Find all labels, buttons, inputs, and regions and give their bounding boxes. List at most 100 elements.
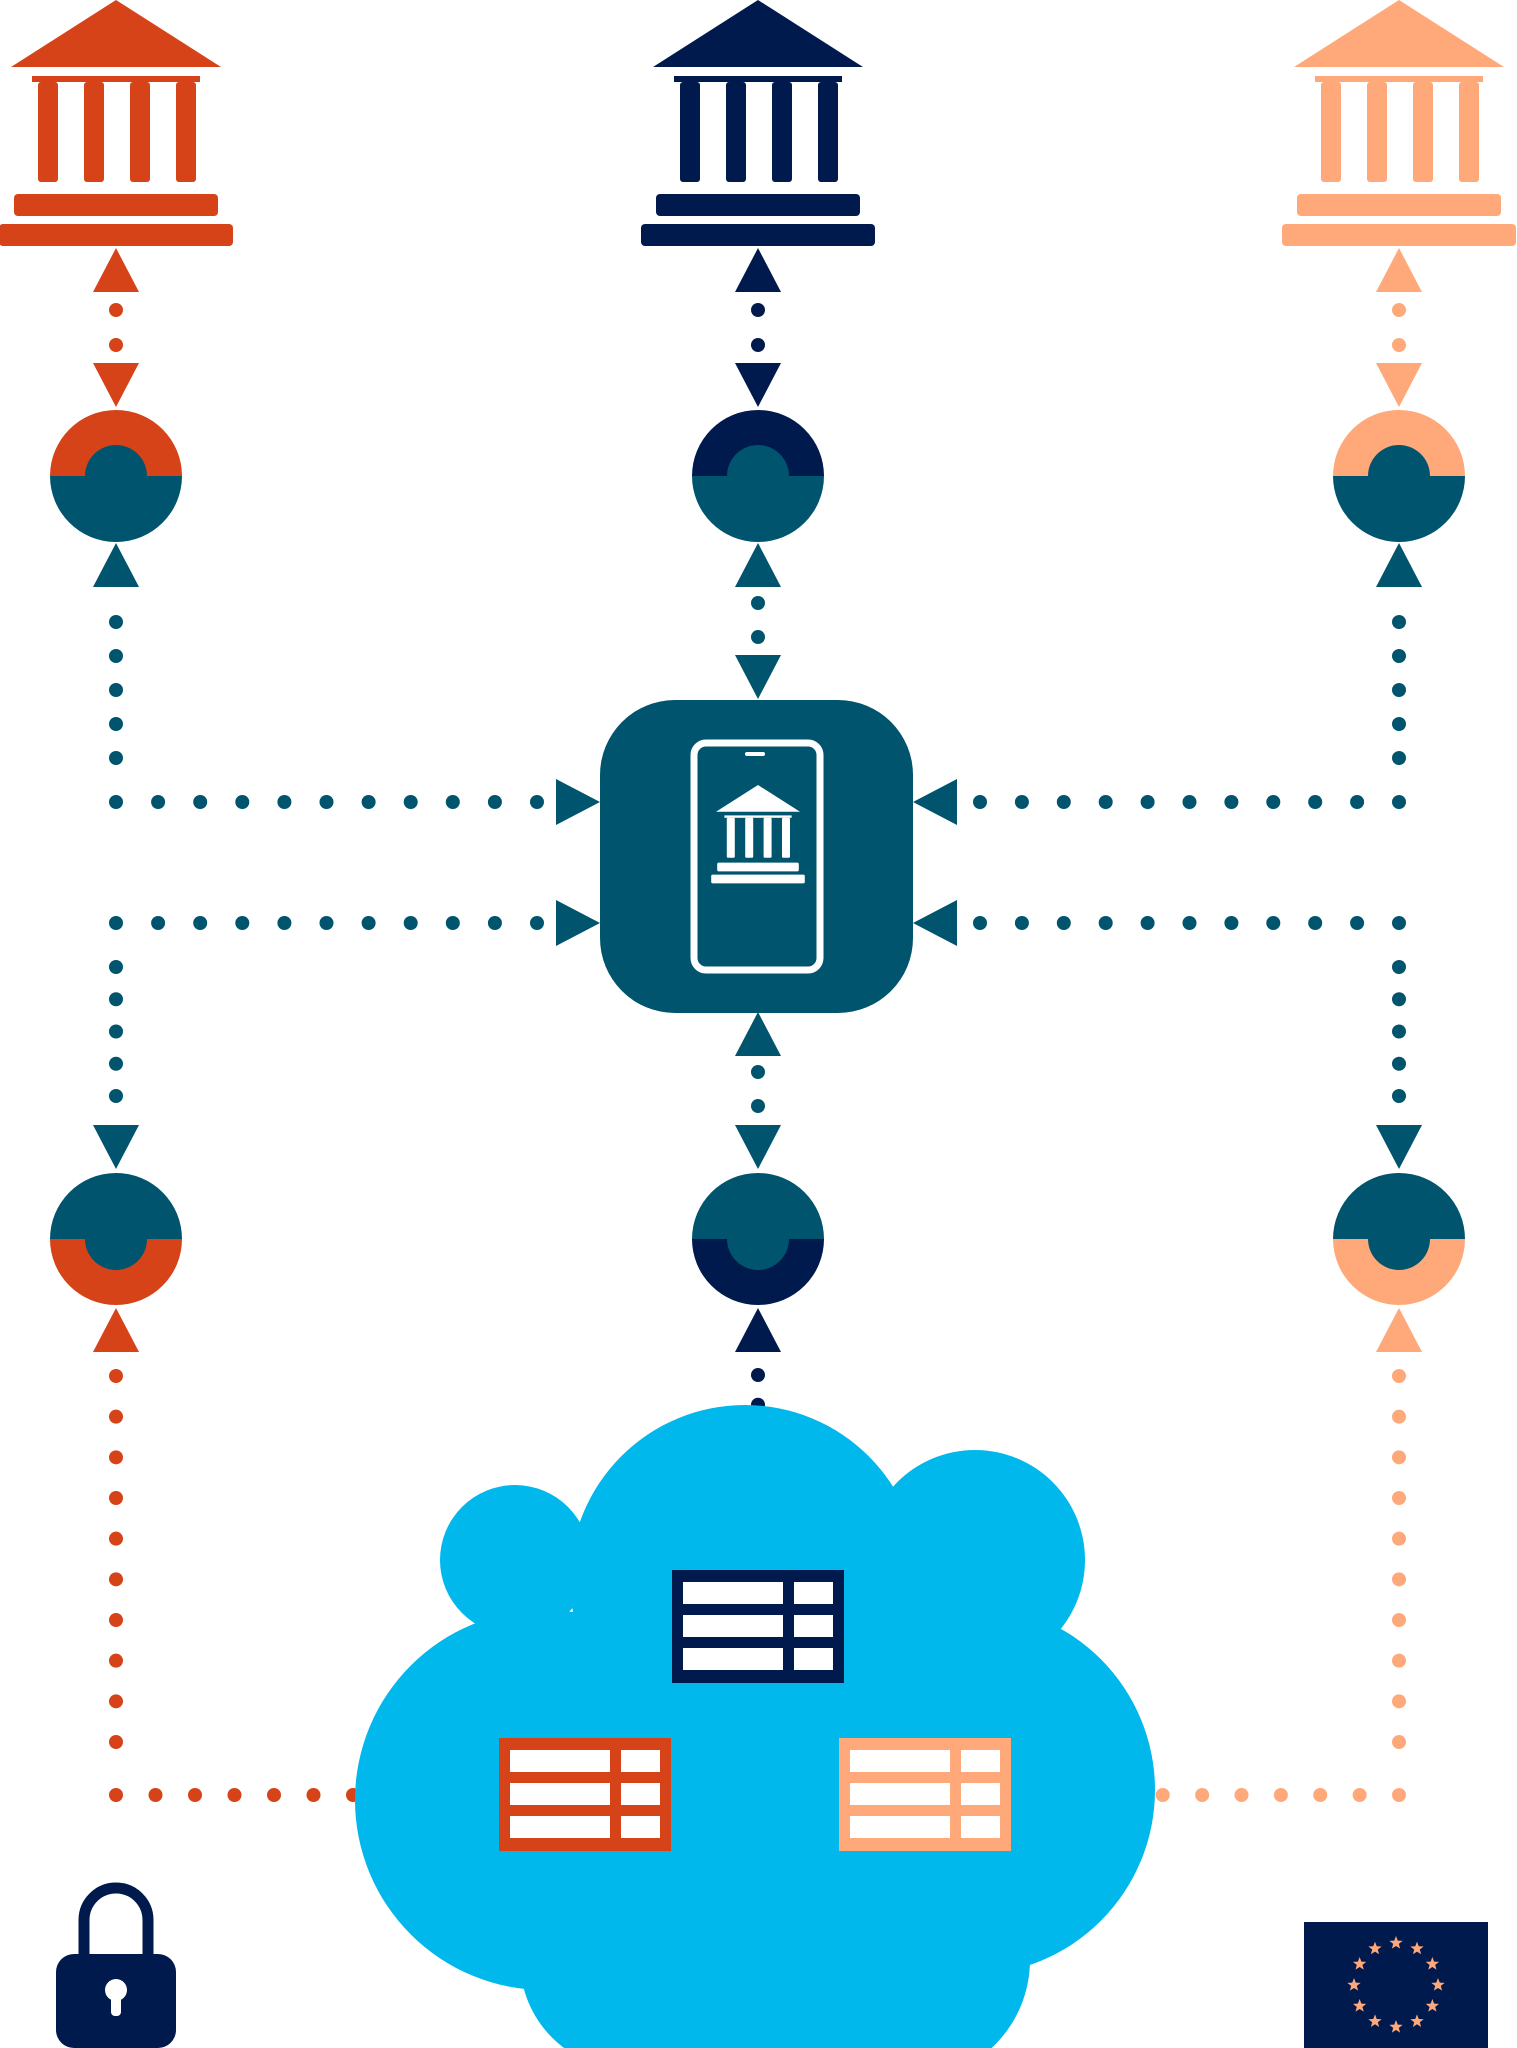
ledger-cell — [510, 1783, 610, 1805]
connection-dot — [1392, 1089, 1406, 1103]
connector-node-bottom — [1333, 476, 1465, 542]
connection-dot — [109, 1369, 123, 1383]
connection-dot — [1392, 1788, 1406, 1802]
connector-node-bottom — [1333, 1239, 1465, 1305]
ledger-cell — [794, 1615, 833, 1637]
bank-column — [726, 82, 746, 182]
bank-roof — [11, 0, 221, 67]
connection-dot — [1014, 916, 1029, 930]
bank-plinth — [1282, 224, 1516, 246]
connector-node-icon — [50, 410, 182, 542]
ledger-cell — [794, 1648, 833, 1670]
connection-dot — [1056, 916, 1071, 930]
connection-dot — [188, 1788, 202, 1802]
arrow-right — [556, 900, 600, 946]
connection-dot — [1392, 338, 1406, 352]
connector-node-top — [692, 410, 824, 476]
connector-node-core — [727, 445, 789, 507]
connection-dot — [109, 1491, 123, 1505]
arrow-up — [735, 1308, 781, 1352]
eu-star-icon — [1347, 1978, 1361, 1991]
ledger-table-icon — [839, 1738, 1011, 1851]
connection-dot — [109, 615, 123, 629]
bank-roof — [653, 0, 863, 67]
connector-node-top — [1333, 410, 1465, 476]
connection-dot — [319, 916, 334, 930]
connection-dot — [487, 916, 502, 930]
ledger-cell — [850, 1816, 950, 1838]
connector-node-icon — [1333, 410, 1465, 542]
bank-base — [14, 194, 218, 216]
connection-dot — [109, 1653, 123, 1668]
connection-dot — [148, 1788, 163, 1802]
connection-dot — [1056, 795, 1071, 809]
connector-node-icon — [692, 1173, 824, 1305]
connector-node-core — [85, 445, 147, 507]
connection-dot — [277, 795, 292, 809]
eu-star-icon — [1425, 1957, 1440, 1970]
eu-star-icon — [1368, 1941, 1382, 1955]
arrow-up — [93, 248, 139, 292]
connector-node-core — [85, 1208, 147, 1270]
connector-node-bottom — [692, 1239, 824, 1305]
bank-plinth — [711, 874, 805, 884]
connector-node-core — [727, 1208, 789, 1270]
bank-base — [717, 862, 799, 872]
connection-dot — [361, 795, 376, 809]
arrow-left — [913, 779, 957, 825]
connection-dot — [1392, 1735, 1406, 1749]
connection-dot — [1392, 916, 1406, 930]
connector-node-top — [50, 1173, 182, 1239]
ledger-cell — [621, 1816, 660, 1838]
connection-dot — [109, 992, 123, 1007]
connection-dot — [109, 303, 123, 317]
ledger-cell — [850, 1783, 950, 1805]
connection-dot — [1392, 992, 1406, 1007]
bank-column — [84, 82, 104, 182]
connection-dot — [361, 916, 376, 930]
bank-roof — [716, 785, 800, 812]
connector-node-bottom — [692, 476, 824, 542]
connection-dot — [487, 795, 502, 809]
connection-dot — [1308, 795, 1323, 809]
connection-dot — [1392, 683, 1406, 697]
arrow-down — [93, 363, 139, 407]
bank-column — [38, 82, 58, 182]
bank-column — [176, 82, 196, 182]
connection-dot — [1224, 795, 1239, 809]
eu-star-icon — [1425, 1999, 1440, 2012]
bank-column — [772, 82, 792, 182]
ledger-cell — [621, 1783, 660, 1805]
bank-base — [656, 194, 860, 216]
ledger-cell — [961, 1750, 1000, 1772]
arrow-up — [735, 248, 781, 292]
connection-dot — [751, 1099, 765, 1113]
connection-dot — [235, 795, 250, 809]
bank-column — [130, 82, 150, 182]
connection-dot — [751, 1065, 765, 1079]
ledger-cell — [621, 1750, 660, 1772]
connection-dot — [109, 717, 123, 731]
connection-dot — [751, 303, 765, 317]
arrow-up — [735, 543, 781, 587]
connection-dot — [1392, 649, 1406, 663]
connection-dot — [1392, 1613, 1406, 1627]
connection-dot — [973, 795, 987, 809]
connection-dot — [109, 1450, 123, 1465]
ledger-cell — [510, 1750, 610, 1772]
connection-dot — [109, 1089, 123, 1103]
arrow-down — [735, 1125, 781, 1169]
connection-dot — [109, 1531, 123, 1546]
connector-node-bottom — [50, 1239, 182, 1305]
connection-dot — [1392, 751, 1406, 765]
eu-star-icon — [1368, 2014, 1382, 2028]
connection-dot — [109, 960, 123, 974]
bank-column — [1321, 82, 1341, 182]
connection-dot — [403, 795, 418, 809]
bank-plinth — [641, 224, 875, 246]
bank-column — [726, 817, 735, 858]
arrow-up — [735, 1012, 781, 1056]
connector-node-bottom — [50, 476, 182, 542]
connection-dot — [751, 338, 765, 352]
